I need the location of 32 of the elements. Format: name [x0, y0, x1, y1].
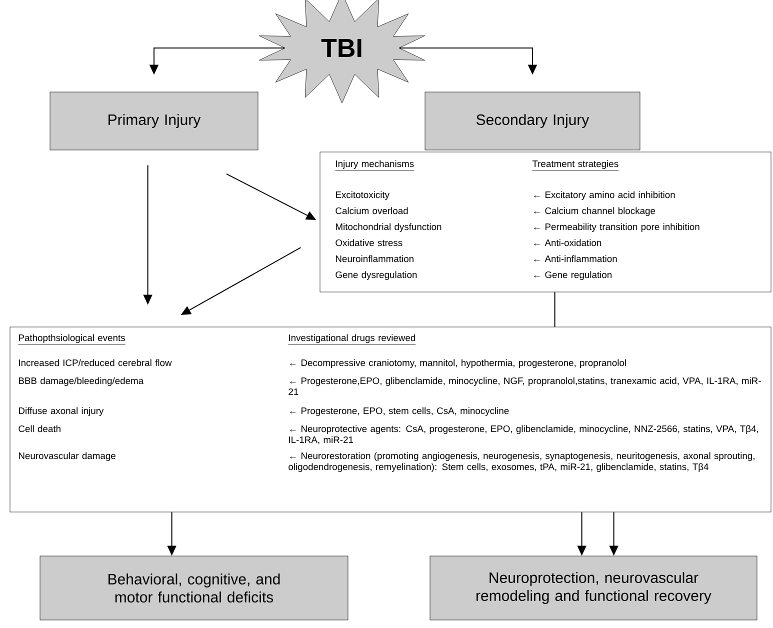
treatment-text: ← Excitatory amino acid inhibition — [534, 191, 675, 200]
mechanism-text: Mitochondrial dysfunction — [336, 223, 442, 232]
table-panel — [10, 326, 772, 512]
mechanism-text: Excitotoxicity — [336, 191, 390, 200]
column-heading: Injury mechanisms — [335, 160, 414, 171]
mechanism-text: Oxidative stress — [336, 239, 402, 246]
process-box: Primary Injury — [50, 92, 258, 150]
column-heading: Investigational drugs reviewed — [288, 334, 416, 345]
drug-text: ← Neurorestoration (promoting angiogenesis, neurogenesis, synaptogenesis, neuritogenesis, axonal sprouting, oligodendrogenesis, remyelination): Stem cells, exosomes, tPA, miR-21, glibenclamide, statins, Tβ4 — [288, 452, 754, 472]
treatment-text: ← Anti-oxidation — [534, 239, 602, 246]
process-box: Secondary Injury — [424, 92, 640, 150]
event-text: BBB damage/bleeding/edema — [18, 377, 144, 386]
process-box: Neuroprotection, neurovascular remodeling and functional recovery — [430, 556, 758, 620]
mechanism-text: Neuroinflammation — [336, 255, 414, 262]
event-text: Neurovascular damage — [18, 452, 116, 461]
event-text: Cell death — [18, 425, 60, 432]
drug-text: ← Decompressive craniotomy, mannitol, hypothermia, progesterone, propranolol — [290, 359, 626, 368]
treatment-text: ← Calcium channel blockage — [534, 207, 656, 216]
drug-text: ← Neuroprotective agents: CsA, progesterone, EPO, glibenclamide, minocycline, NNZ-2566, statins, VPA, Tβ4, IL-1RA, miR-21 — [289, 425, 758, 444]
treatment-text: ← Anti-inflammation — [534, 255, 617, 262]
mechanism-text: Gene dysregulation — [336, 271, 417, 280]
treatment-text: ← Permeability transition pore inhibition — [534, 223, 700, 232]
column-heading: Treatment strategies — [532, 160, 619, 171]
table-panel — [320, 152, 772, 292]
column-heading: Pathopthsiological events — [18, 334, 126, 345]
drug-text: ← Progesterone, EPO, stem cells, CsA, minocycline — [290, 407, 509, 416]
process-box: Behavioral, cognitive, and motor functional deficits — [40, 556, 348, 620]
mechanism-text: Calcium overload — [336, 207, 408, 214]
event-text: Diffuse axonal injury — [18, 407, 104, 416]
treatment-text: ← Gene regulation — [534, 271, 612, 280]
drug-text: ← Progesterone,EPO, glibenclamide, minocycline, NGF, propranolol,statins, tranexamic acid, VPA, IL-1RA, miR-21 — [288, 377, 761, 395]
event-text: Increased ICP/reduced cerebral flow — [19, 359, 172, 366]
